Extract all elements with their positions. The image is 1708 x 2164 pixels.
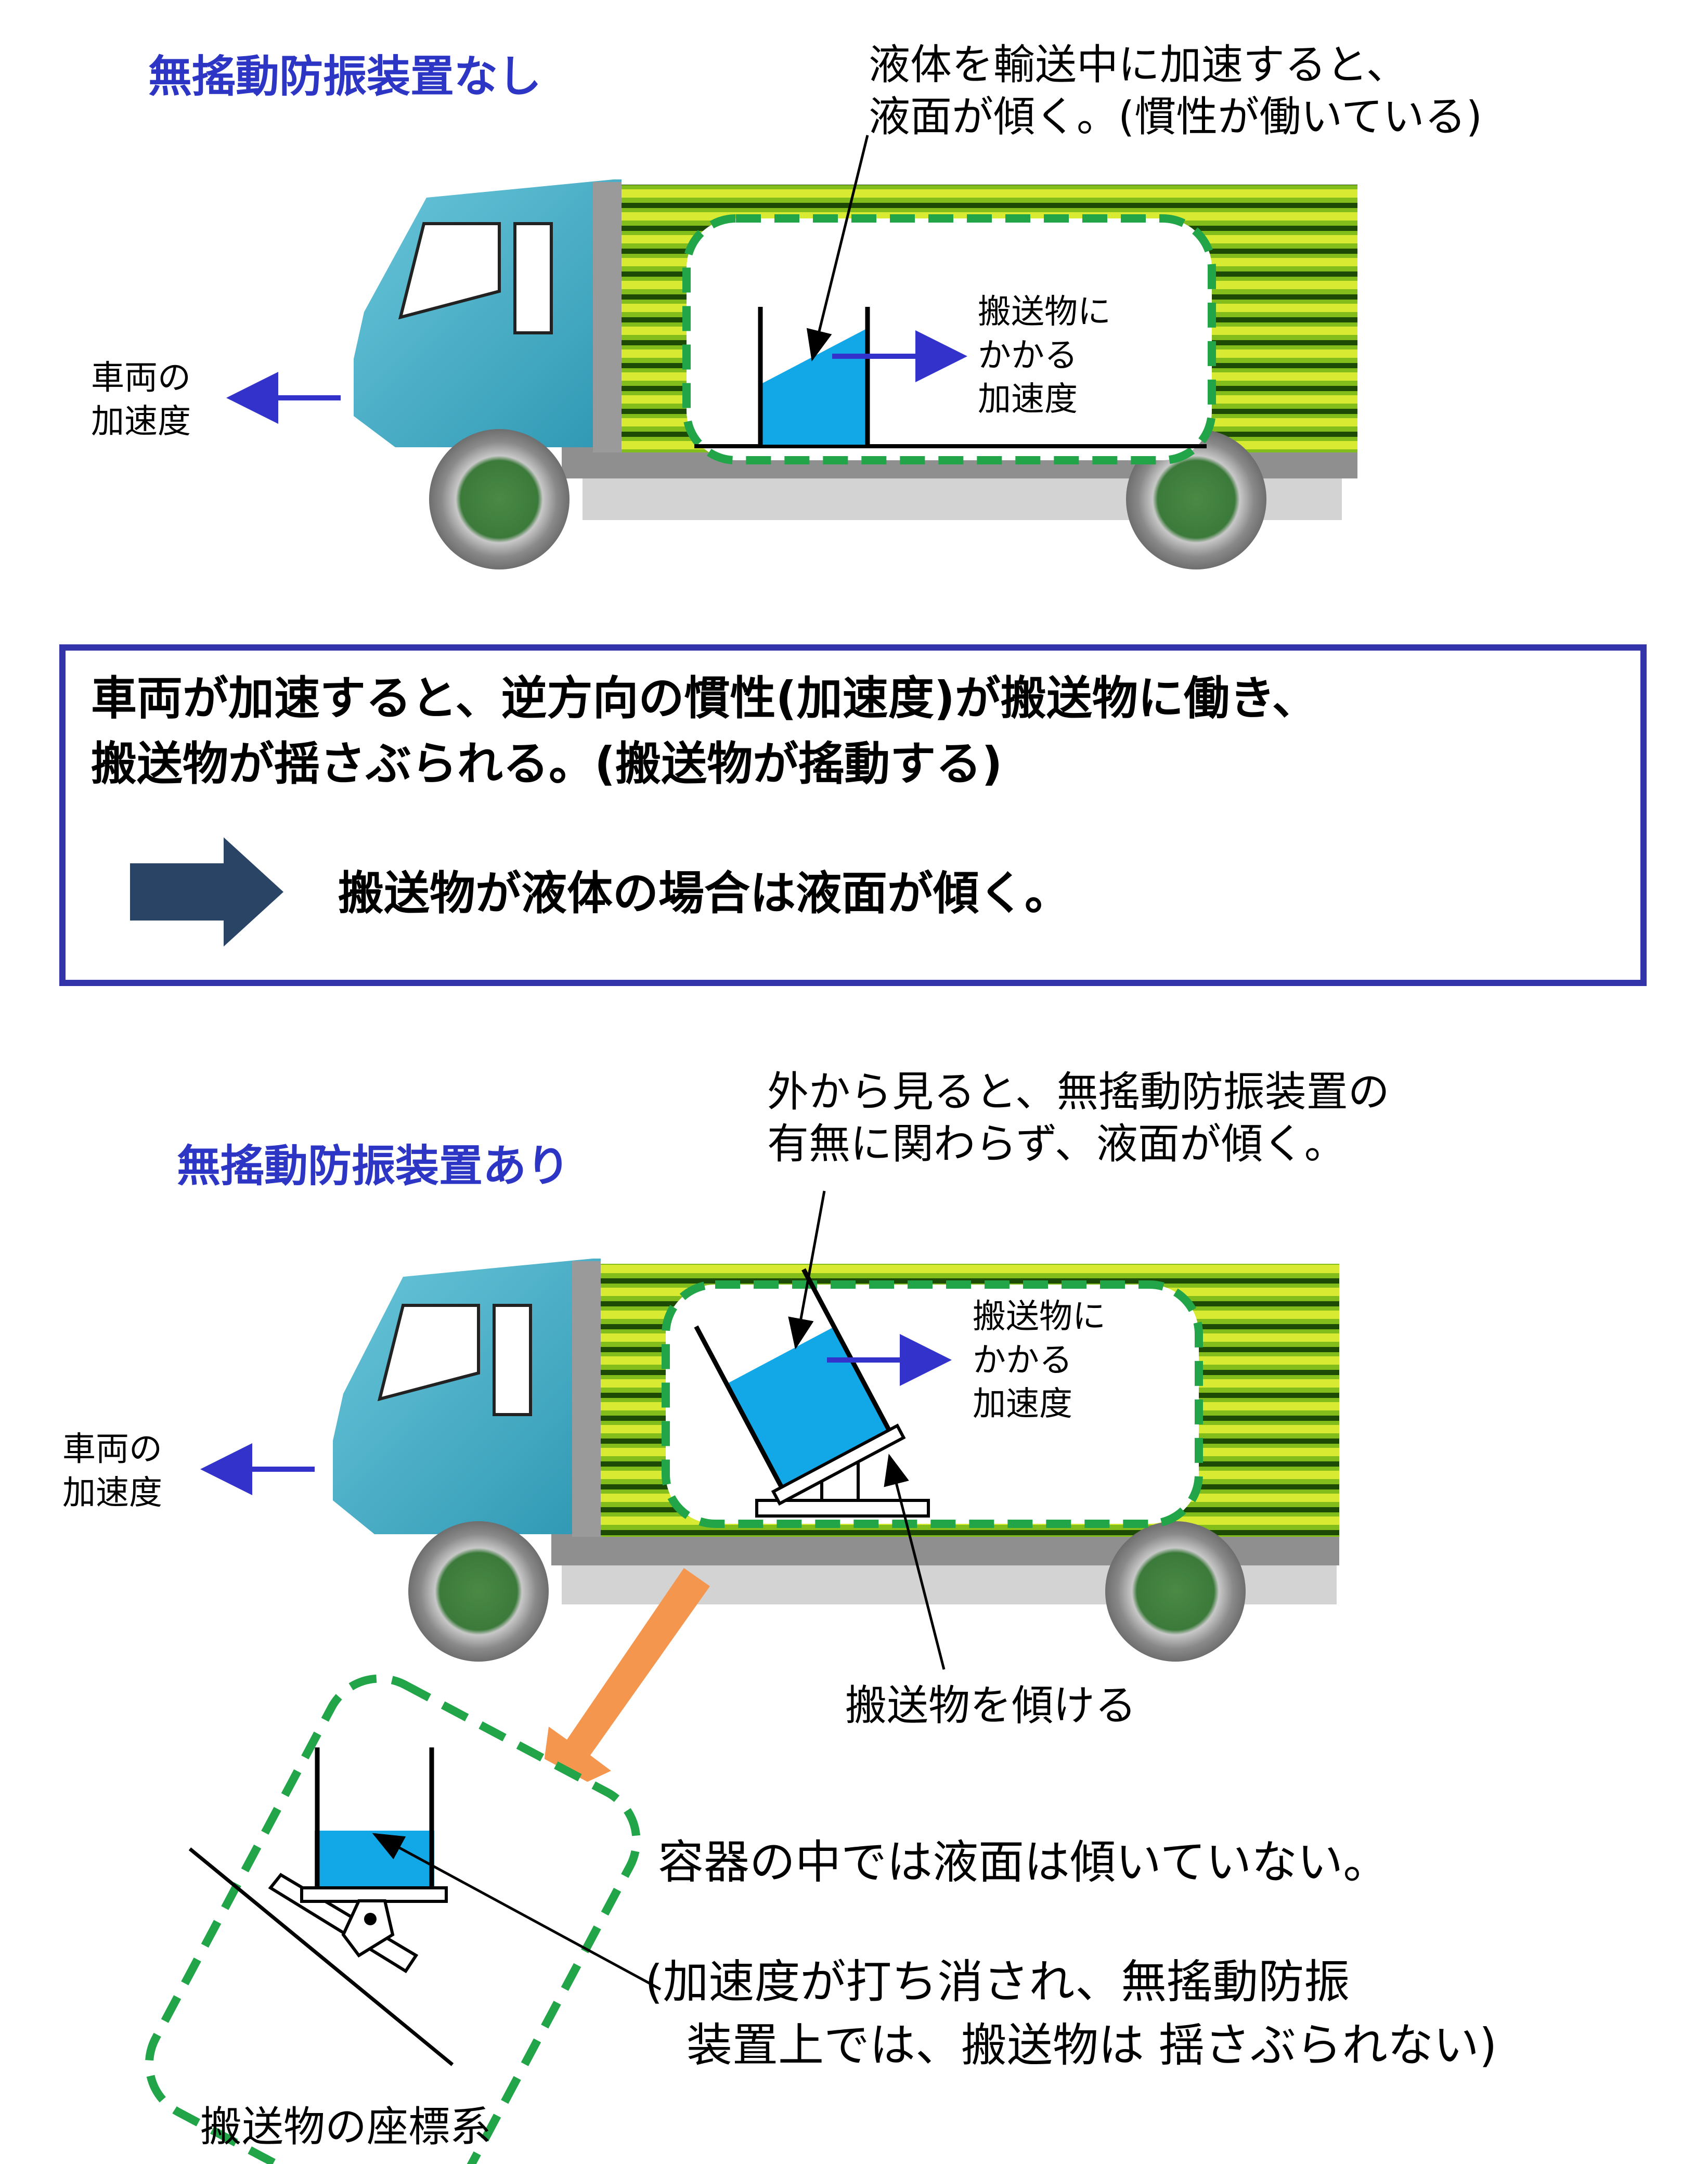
- vehicle-accel-line-2: 加速度: [91, 403, 191, 441]
- wheel-front: [429, 429, 570, 569]
- bottom-note-line-2: 有無に関わらず、液面が傾く。: [767, 1120, 1346, 1168]
- container-wall-left: [694, 1325, 784, 1488]
- wheel-front: [408, 1521, 549, 1662]
- truck-cab: [333, 1259, 601, 1534]
- cab-divider: [593, 182, 622, 452]
- liquid-in-tilted-container: [727, 1327, 888, 1487]
- inner-explanation: (加速度が打ち消され、無搖動防振 装置上では、搬送物は 揺さぶられない): [645, 1950, 1497, 2077]
- note-pointer: [806, 135, 869, 361]
- vehicle-accel-line-1: 車両の: [91, 359, 191, 397]
- coord-label: 搬送物の座標系: [200, 2103, 491, 2151]
- top-note-line-2: 液面が傾く。(慣性が働いている): [869, 93, 1483, 141]
- cargo-accel-line-3: 加速度: [973, 1385, 1072, 1423]
- cab-window-side: [513, 222, 553, 334]
- tilt-pointer: [884, 1454, 946, 1670]
- container-wall-right: [801, 1268, 891, 1431]
- cab-divider: [572, 1261, 601, 1537]
- truck-top: [226, 135, 1357, 569]
- summary-line-2: 搬送物が揺さぶられる。(搬送物が搖動する): [91, 737, 1003, 791]
- damper-base: [755, 1499, 930, 1518]
- vehicle-accel-line-2: 加速度: [62, 1474, 162, 1512]
- zoom-arrow: [538, 1568, 710, 1805]
- summary-line-1: 車両が加速すると、逆方向の慣性(加速度)が搬送物に働き、: [91, 671, 1318, 725]
- inner-explanation-line-2: 装置上では、搬送物は 揺さぶられない): [687, 2018, 1497, 2072]
- top-note-line-1: 液体を輸送中に加速すると、: [869, 41, 1408, 89]
- bottom-cargo-accel-label: 搬送物に かかる 加速度: [973, 1295, 1106, 1426]
- inner-explanation-line-1: (加速度が打ち消され、無搖動防振: [645, 1955, 1350, 2008]
- truck-bottom: [200, 1190, 1339, 1670]
- cab-window-side: [493, 1304, 532, 1416]
- top-title: 無搖動防振装置なし: [148, 51, 542, 102]
- liquid-level: [315, 1831, 434, 1888]
- cargo-accel-line-1: 搬送物に: [978, 293, 1111, 331]
- vehicle-accel-line-1: 車両の: [62, 1430, 162, 1469]
- cargo-accel-line-2: かかる: [978, 336, 1078, 375]
- bottom-title: 無搖動防振装置あり: [177, 1141, 571, 1191]
- wheel-rear: [1126, 429, 1266, 569]
- inset-pivot: [364, 1913, 377, 1925]
- summary-box: [59, 644, 1647, 986]
- tilted-container: [694, 1268, 906, 1506]
- bottom-note: 外から見ると、無搖動防振装置の 有無に関わらず、液面が傾く。: [767, 1066, 1390, 1170]
- cargo-accel-line-1: 搬送物に: [973, 1298, 1106, 1336]
- truck-cab: [354, 179, 622, 447]
- note-pointer: [788, 1190, 826, 1350]
- cargo-accel-line-3: 加速度: [978, 380, 1078, 419]
- top-cargo-accel-label: 搬送物に かかる 加速度: [978, 290, 1111, 421]
- inclined-ground: [188, 1847, 454, 2066]
- summary-result: 搬送物が液体の場合は液面が傾く。: [338, 866, 1071, 920]
- inner-statement: 容器の中では液面は傾いていない。: [658, 1835, 1389, 1889]
- summary-text: 車両が加速すると、逆方向の慣性(加速度)が搬送物に働き、 搬送物が揺さぶられる。…: [91, 666, 1318, 797]
- container-platform: [771, 1423, 906, 1506]
- inset-pointer: [372, 1833, 662, 1991]
- cab-window-front: [377, 1304, 480, 1402]
- wheel-rear: [1105, 1521, 1246, 1662]
- top-note: 液体を輸送中に加速すると、 液面が傾く。(慣性が働いている): [869, 39, 1482, 143]
- cab-window-front: [398, 222, 501, 320]
- top-vehicle-accel-label: 車両の 加速度: [91, 356, 191, 444]
- cargo-accel-line-2: かかる: [973, 1341, 1072, 1380]
- bottom-vehicle-accel-label: 車両の 加速度: [62, 1428, 162, 1515]
- result-arrow-icon: [130, 837, 283, 947]
- bottom-note-line-1: 外から見ると、無搖動防振装置の: [767, 1068, 1390, 1116]
- tilt-label: 搬送物を傾ける: [845, 1681, 1136, 1730]
- inset-content: [188, 1747, 662, 2066]
- inset-pedestal: [341, 1899, 395, 1958]
